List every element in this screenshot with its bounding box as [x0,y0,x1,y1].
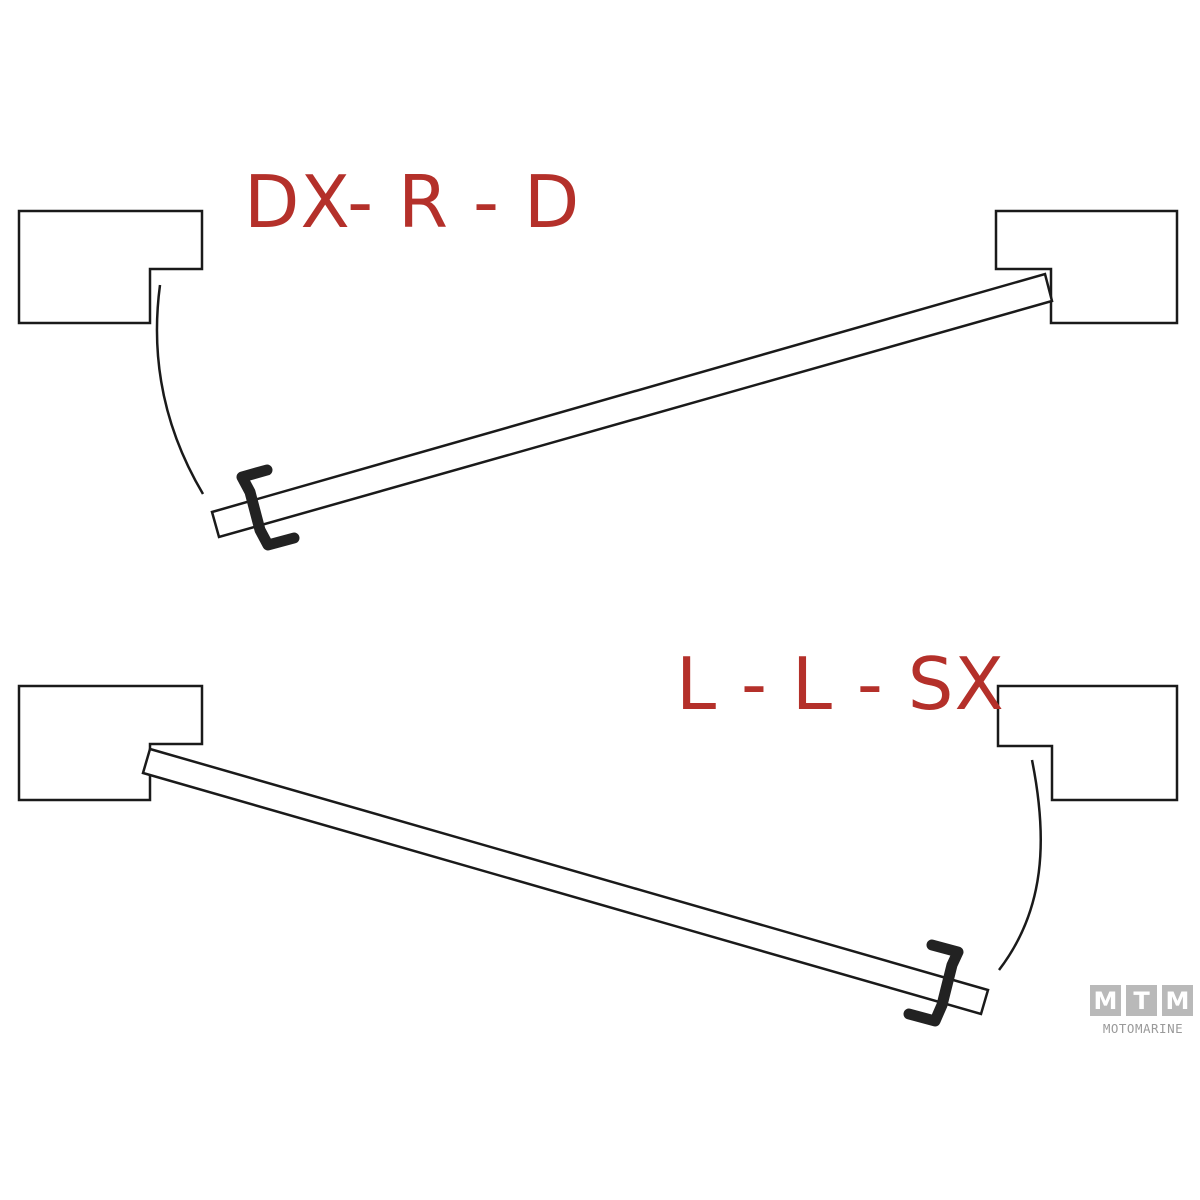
top-door-diagram [17,209,1179,551]
door-handle-icon [236,464,300,551]
top-swing-arc [155,284,205,495]
top-left-wall-frame [17,209,204,325]
bottom-left-wall-frame [17,684,204,802]
bottom-swing-arc [998,759,1042,971]
watermark-letter: T [1126,985,1157,1016]
watermark-letter: M [1162,985,1193,1016]
top-config-label: DX- R - D [244,160,581,244]
bottom-config-label: L - L - SX [676,642,1005,726]
watermark-text: MOTOMARINE [1102,1021,1184,1036]
bottom-right-wall-frame [996,684,1179,802]
top-right-wall-frame [994,209,1179,325]
top-door-leaf [210,272,1054,539]
door-handle-icon [903,939,964,1027]
bottom-door-diagram [17,684,1179,1027]
motomarine-watermark: M T M MOTOMARINE [1090,985,1196,1047]
bottom-door-leaf [141,747,990,1016]
watermark-letter: M [1090,985,1121,1016]
